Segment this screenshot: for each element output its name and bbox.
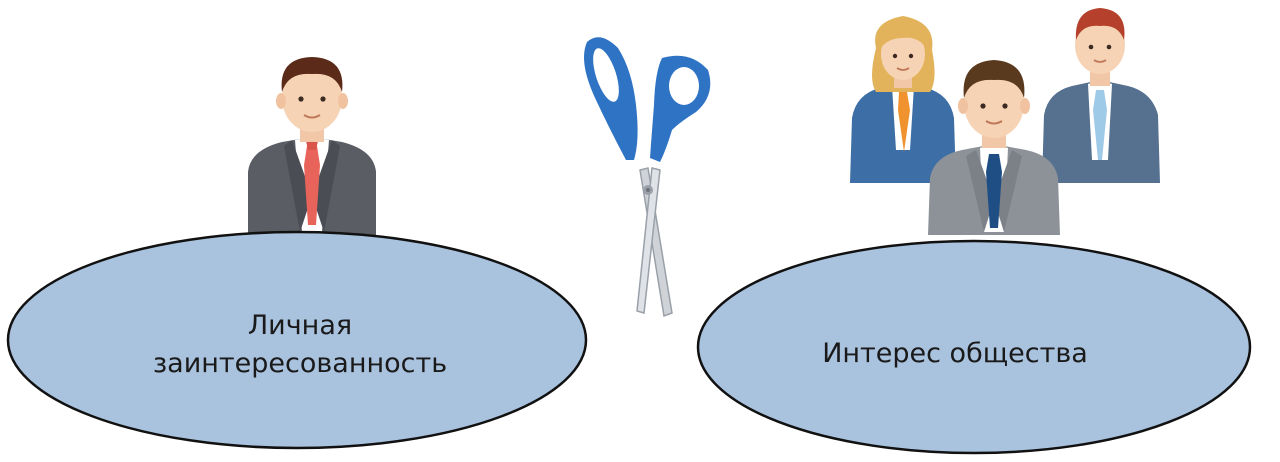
businessman-icon [248,57,376,235]
man-figure-right [1042,8,1160,183]
woman-figure [850,16,956,183]
personal-interest-line-1: Личная [247,310,353,341]
public-interest-oval [696,239,1252,455]
personal-interest-line-2: заинтересованность [152,348,448,379]
personal-interest-label: Личная заинтересованность [150,307,450,383]
personal-interest-oval [6,230,588,450]
man-figure-front [928,60,1060,235]
scissors-icon [584,37,711,318]
public-interest-label: Интерес общества [822,338,1088,369]
group-of-people-icon [850,8,1160,235]
